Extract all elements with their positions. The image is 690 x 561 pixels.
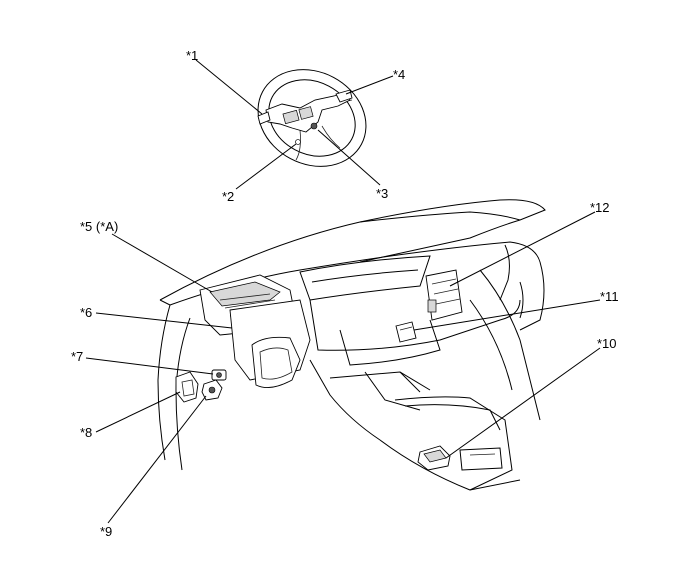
callout-7: *7 <box>71 349 83 364</box>
callout-6: *6 <box>80 305 92 320</box>
callout-4: *4 <box>393 67 405 82</box>
part-8 <box>175 371 199 403</box>
combination-meter <box>199 274 311 389</box>
instrument-panel <box>157 199 546 491</box>
part-9 <box>201 379 223 401</box>
part-10 <box>417 445 451 471</box>
callout-8: *8 <box>80 425 92 440</box>
part-12 <box>425 269 463 321</box>
part-11 <box>395 321 417 343</box>
callout-2: *2 <box>222 189 234 204</box>
callout-1: *1 <box>186 48 198 63</box>
callout-9: *9 <box>100 524 112 539</box>
part-7 <box>211 369 227 381</box>
callout-3: *3 <box>376 186 388 201</box>
callout-10: *10 <box>597 336 617 351</box>
callout-5: *5 (*A) <box>80 219 118 234</box>
callout-11: *11 <box>600 289 619 304</box>
leader-lines <box>85 59 601 524</box>
callout-12: *12 <box>590 200 610 215</box>
